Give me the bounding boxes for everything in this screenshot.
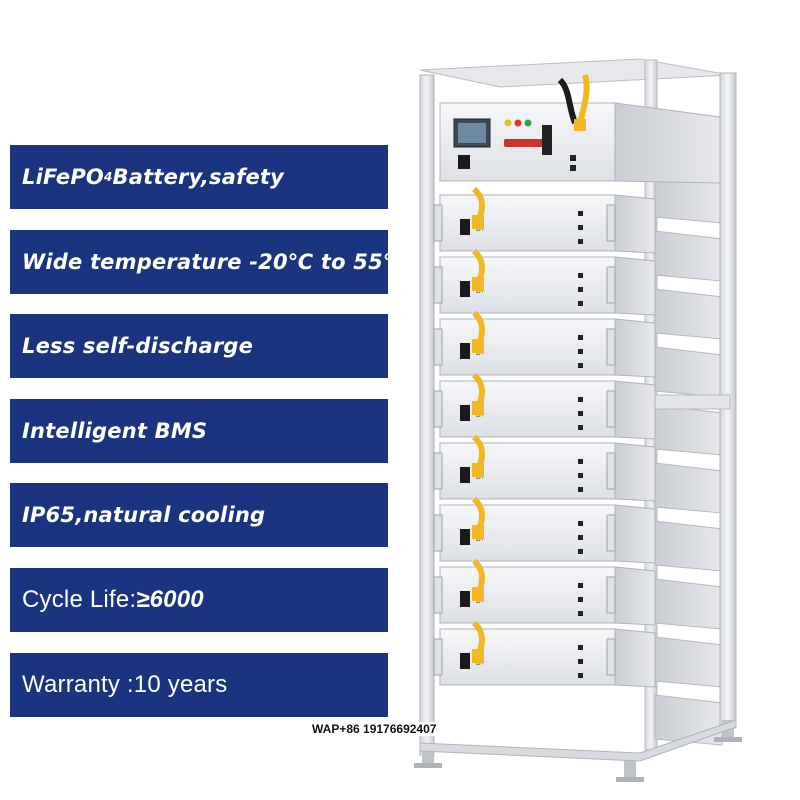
feature-banner-bms: Intelligent BMS [10,399,388,463]
contact-phone: WAP+86 19176692407 [311,722,438,736]
cable-plug [472,587,484,601]
side-shelf-panel [654,578,723,630]
module-terminal-label: B+ [476,412,485,419]
rack-middle-brace [644,394,731,410]
module-handle [433,266,443,304]
connector-port [460,219,470,235]
connector-port [460,343,470,359]
cable-plug [472,525,484,539]
module-terminal-label: B+ [476,660,485,667]
battery-module: B+ [433,372,656,440]
side-shelf-panel [654,346,723,398]
module-handle [433,204,443,242]
rack-left-post [419,74,435,756]
cable-plug [472,215,484,229]
breaker-switch [504,139,544,147]
module-handle [433,452,443,490]
connector-port [460,405,470,421]
module-handle [606,328,616,366]
module-handle [433,514,443,552]
connector-port [458,155,470,169]
feature-banner-self-discharge: Less self-discharge [10,314,388,378]
side-shelf-panel [654,288,723,340]
side-shelf-panel [654,520,723,572]
feature-chemistry-prefix: LiFePO [22,165,104,189]
battery-module: B+ [433,434,656,502]
indicator-light [504,119,512,127]
module-handle [606,390,616,428]
rack-foot [624,760,636,780]
feature-cycle-life-value: ≥6000 [136,586,204,613]
connector-port [460,529,470,545]
feature-temperature-text: Wide temperature -20℃ to 55℃. [22,250,417,274]
battery-modules: B+ B+ B+ B+ B+ B+ B+ B+ [433,186,656,688]
rack-top-frame [419,58,731,88]
module-handle [606,266,616,304]
rack-side-shelves [654,114,723,746]
feature-banner-temperature: Wide temperature -20℃ to 55℃. [10,230,417,294]
indicator-light [524,119,532,127]
module-handle [606,514,616,552]
module-terminal-label: B+ [476,598,485,605]
side-shelf-panel [654,404,723,456]
side-shelf-panel [654,230,723,282]
module-terminal-label: B+ [476,474,485,481]
module-handle [433,576,443,614]
cable-plug [472,463,484,477]
rack-base [419,719,737,762]
side-shelf-panel [654,636,723,688]
module-terminal-label: B+ [476,536,485,543]
cable-plug [472,339,484,353]
module-handle [433,390,443,428]
cable-plug [472,649,484,663]
feature-ip65-text: IP65,natural cooling [22,503,266,527]
module-handle [433,638,443,676]
feature-warranty-text: Warranty :10 years [22,671,228,698]
battery-module: B+ [433,496,656,564]
module-terminal-label: B+ [476,288,485,295]
feature-banner-ip65: IP65,natural cooling [10,483,388,547]
module-handle [606,452,616,490]
battery-rack-image: B+ B+ B+ B+ B+ B+ B+ B+ [414,58,742,782]
cable-plug [472,401,484,415]
module-handle [433,328,443,366]
battery-module: B+ [433,186,656,254]
feature-bms-text: Intelligent BMS [22,419,208,443]
module-handle [606,638,616,676]
feature-banner-warranty: Warranty :10 years [10,653,388,717]
control-module [439,74,721,184]
side-shelf-panel [654,462,723,514]
connector-port [460,281,470,297]
battery-module: B+ [433,310,656,378]
battery-module: B+ [433,558,656,626]
module-terminal-label: B+ [476,350,485,357]
feature-banner-cycle-life: Cycle Life:≥6000 [10,568,388,632]
connector-port [460,591,470,607]
feature-chemistry-suffix: Battery,safety [112,165,285,189]
module-handle [606,576,616,614]
battery-module: B+ [433,248,656,316]
connector-port [460,653,470,669]
cable-plug [472,277,484,291]
battery-module: B+ [433,620,656,688]
feature-chemistry-subscript: 4 [103,170,113,184]
module-terminal-label: B+ [476,226,485,233]
connector-port [460,467,470,483]
indicator-light [514,119,522,127]
feature-cycle-life-label: Cycle Life: [22,586,137,613]
feature-self-discharge-text: Less self-discharge [22,334,254,358]
module-handle [606,204,616,242]
